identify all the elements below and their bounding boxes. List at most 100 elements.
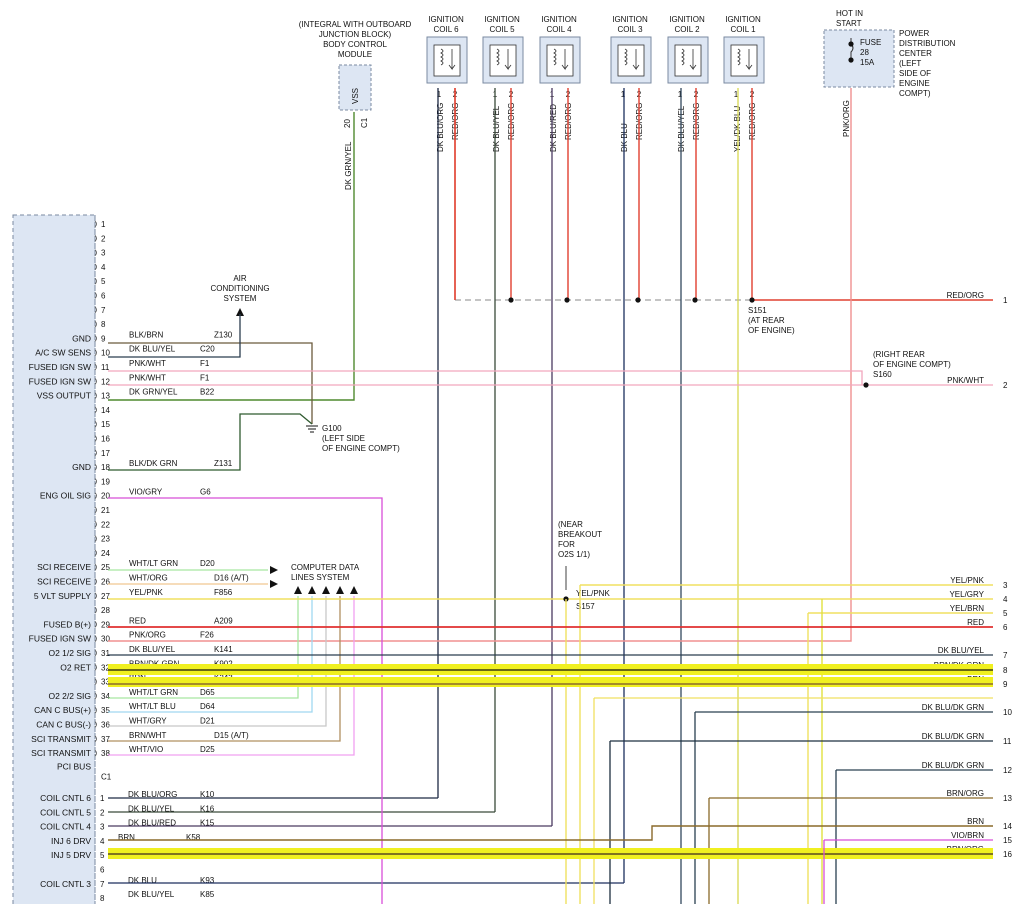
pcm-pin-number: 4 bbox=[101, 263, 106, 272]
coil-label: COIL 4 bbox=[546, 25, 572, 34]
pin-bracket bbox=[94, 749, 97, 757]
pcm-wire-color: WHT/GRY bbox=[129, 717, 167, 726]
pin-bracket bbox=[94, 635, 97, 642]
pcm-circuit-id: D20 bbox=[200, 559, 215, 568]
c2-circuit-id: K85 bbox=[200, 890, 215, 899]
pcm-pin-number: 35 bbox=[101, 706, 110, 715]
pcm-pin-number: 9 bbox=[101, 334, 106, 343]
s157-label: S157 bbox=[576, 602, 595, 611]
pcm-wire-color: DK BLU/YEL bbox=[129, 345, 176, 354]
c2-pin-name: COIL CNTL 5 bbox=[40, 807, 91, 817]
pcm-pin-number: 5 bbox=[101, 277, 106, 286]
pcm-circuit-id: D16 (A/T) bbox=[214, 574, 249, 583]
s151-label: (AT REAR bbox=[748, 316, 785, 325]
right-wire-label: DK BLU/YEL bbox=[938, 646, 985, 655]
connector-number: 10 bbox=[1003, 708, 1012, 717]
coil-label: IGNITION bbox=[669, 15, 705, 24]
pcm-circuit-id: Z131 bbox=[214, 459, 233, 468]
pcm-pin-name: CAN C BUS(-) bbox=[36, 720, 91, 730]
pcm-pin-number: 37 bbox=[101, 735, 110, 744]
pcm-pin-number: 31 bbox=[101, 649, 110, 658]
pdc-desc: CENTER bbox=[899, 49, 932, 58]
bcm-label: BODY CONTROL bbox=[323, 40, 387, 49]
pin-bracket bbox=[94, 649, 97, 657]
pcm-pin-number: 3 bbox=[101, 249, 106, 258]
pcm-wire-color: WHT/VIO bbox=[129, 745, 163, 754]
pcm-pin-number: 17 bbox=[101, 449, 110, 458]
connector-id: C1 bbox=[101, 772, 112, 781]
pci-bus-wire bbox=[108, 596, 355, 756]
pin-bracket bbox=[94, 435, 97, 442]
pcm-pin-name: SCI TRANSMIT bbox=[31, 734, 91, 744]
coil-arrow-icon bbox=[561, 49, 569, 71]
pin-bracket bbox=[94, 678, 97, 685]
pcm-pin-number: 32 bbox=[101, 663, 110, 672]
coil-winding-icon bbox=[440, 48, 444, 66]
pcm-circuit-id: Z130 bbox=[214, 330, 233, 339]
pin-bracket bbox=[94, 549, 97, 557]
s160-label: S160 bbox=[873, 370, 892, 379]
c2-pin-number: 1 bbox=[100, 794, 105, 803]
pin-bracket bbox=[94, 263, 97, 271]
c2-circuit-id: K58 bbox=[186, 833, 201, 842]
pdc-desc: DISTRIBUTION bbox=[899, 39, 956, 48]
pcm-wire-color: PNK/ORG bbox=[129, 631, 166, 640]
c2-pin-name: COIL CNTL 3 bbox=[40, 879, 91, 889]
coil-wire-label: DK BLU/ORG bbox=[436, 103, 445, 152]
g100-label: (LEFT SIDE bbox=[322, 434, 365, 443]
bcm-label: JUNCTION BLOCK) bbox=[319, 30, 392, 39]
s157-note: BREAKOUT bbox=[558, 530, 602, 539]
cdl-arrow-icon bbox=[294, 586, 302, 594]
pcm-wire-color: DK BLU/YEL bbox=[129, 645, 176, 654]
pcm-pin-number: 11 bbox=[101, 363, 110, 372]
ac-label: AIR bbox=[233, 274, 247, 283]
pdc-box bbox=[823, 29, 895, 88]
s157-wire: YEL/PNK bbox=[576, 589, 610, 598]
cdl-label: COMPUTER DATA bbox=[291, 563, 360, 572]
c2-pin-number: 2 bbox=[100, 808, 105, 817]
pcm-wire-color: WHT/LT BLU bbox=[129, 702, 176, 711]
bcm-label: MODULE bbox=[338, 50, 372, 59]
coil-label: IGNITION bbox=[725, 15, 761, 24]
cdl-arrow-icon bbox=[322, 586, 330, 594]
pcm-pin-number: 6 bbox=[101, 292, 106, 301]
splice-dot bbox=[508, 297, 514, 303]
pcm-pin-name: PCI BUS bbox=[57, 761, 91, 771]
pdc-desc: COMPT) bbox=[899, 89, 931, 98]
pcm-pin-number: 25 bbox=[101, 563, 110, 572]
coil-label: IGNITION bbox=[612, 15, 648, 24]
pcm-wire-color: DK GRN/YEL bbox=[129, 388, 178, 397]
coil-winding-icon bbox=[681, 48, 685, 66]
pcm-pin-name: CAN C BUS(+) bbox=[34, 705, 91, 715]
cdl-arrow-icon bbox=[350, 586, 358, 594]
pin-bracket bbox=[94, 478, 97, 485]
pin-bracket bbox=[94, 335, 97, 342]
coil-label: COIL 3 bbox=[617, 25, 643, 34]
pin-bracket bbox=[94, 292, 97, 299]
pcm-circuit-id: K902 bbox=[214, 659, 233, 668]
connector-number: 8 bbox=[1003, 666, 1008, 675]
pcm-pin-number: 22 bbox=[101, 520, 110, 529]
pcm-wire-color: PNK/WHT bbox=[129, 359, 166, 368]
right-wire-label: VIO/BRN bbox=[951, 831, 984, 840]
pcm-circuit-id: D65 bbox=[200, 688, 215, 697]
fuse-label: 28 bbox=[860, 48, 869, 57]
pin-bracket bbox=[94, 621, 97, 628]
pcm-pin-name: FUSED IGN SW bbox=[29, 376, 91, 386]
pcm-circuit-id: F856 bbox=[214, 588, 233, 597]
connector-number: 12 bbox=[1003, 766, 1012, 775]
pin-bracket bbox=[94, 320, 97, 328]
c2-circuit-id: K15 bbox=[200, 819, 215, 828]
coil-symbol bbox=[617, 44, 645, 77]
splice-dot bbox=[863, 382, 869, 388]
can-plus-wire bbox=[108, 596, 313, 713]
pcm-pin-name: GND bbox=[72, 462, 91, 472]
pcm-wire-color: VIO/GRY bbox=[129, 488, 163, 497]
pin-bracket bbox=[94, 363, 97, 371]
connector-number: 13 bbox=[1003, 794, 1012, 803]
pcm-circuit-id: D15 (A/T) bbox=[214, 731, 249, 740]
ac-arrow-icon bbox=[236, 308, 244, 316]
connector-number: 1 bbox=[1003, 296, 1008, 305]
pcm-wire-color: RED bbox=[129, 616, 146, 625]
